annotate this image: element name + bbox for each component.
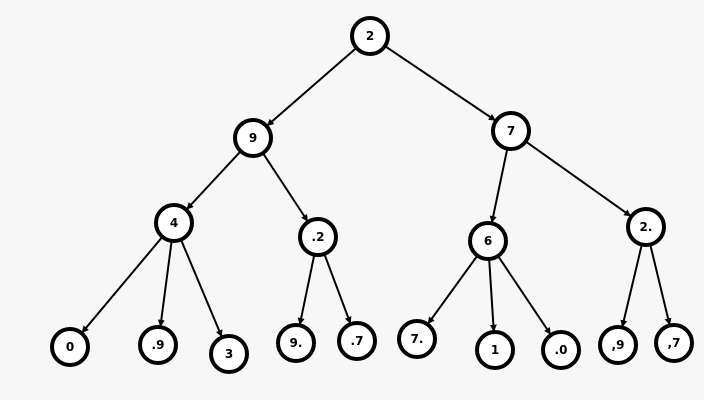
edge-n0-n2 bbox=[384, 45, 496, 122]
node-label: 7. bbox=[411, 332, 424, 346]
edge-n3-n7 bbox=[81, 236, 164, 334]
node-circle bbox=[154, 203, 194, 243]
node-circle bbox=[350, 16, 390, 56]
nodes-layer: 2 9 7 4 .2 6 2. 0 .9 3 9. .7 7. 1 .0 ,9 ,7 bbox=[50, 16, 694, 374]
tree-node-n3: 4 bbox=[154, 203, 194, 243]
edge-n1-n4 bbox=[262, 152, 309, 222]
tree-node-n2: 7 bbox=[491, 111, 531, 151]
node-label: .7 bbox=[351, 334, 364, 348]
edge-n3-n8 bbox=[157, 240, 173, 327]
node-circle bbox=[491, 111, 531, 151]
tree-node-n5: 6 bbox=[468, 221, 508, 261]
tree-node-n11: .7 bbox=[337, 321, 377, 361]
node-label: 4 bbox=[170, 216, 178, 230]
edges-layer bbox=[81, 45, 672, 338]
node-circle bbox=[233, 118, 273, 158]
node-label: .0 bbox=[555, 343, 568, 357]
tree-node-n15: ,9 bbox=[598, 325, 638, 365]
node-circle bbox=[276, 323, 316, 363]
node-label: .9 bbox=[152, 338, 165, 352]
node-circle bbox=[209, 334, 249, 374]
tree-node-n1: 9 bbox=[233, 118, 273, 158]
tree-node-n9: 3 bbox=[209, 334, 249, 374]
tree-node-n4: .2 bbox=[298, 217, 338, 257]
node-circle bbox=[475, 330, 515, 370]
node-label: 2 bbox=[366, 29, 374, 43]
edge-n4-n11 bbox=[323, 253, 352, 324]
tree-node-n6: 2. bbox=[626, 207, 666, 247]
node-label: 9. bbox=[290, 336, 303, 350]
node-circle bbox=[626, 207, 666, 247]
edge-n2-n6 bbox=[525, 140, 632, 217]
tree-node-n0: 2 bbox=[350, 16, 390, 56]
node-circle bbox=[541, 330, 581, 370]
tree-node-n12: 7. bbox=[397, 319, 437, 359]
tree-node-n13: 1 bbox=[475, 330, 515, 370]
edge-n0-n1 bbox=[266, 47, 358, 127]
node-circle bbox=[138, 325, 178, 365]
node-circle bbox=[337, 321, 377, 361]
node-circle bbox=[468, 221, 508, 261]
tree-node-n7: 0 bbox=[50, 327, 90, 367]
edge-n5-n12 bbox=[427, 254, 479, 325]
edge-n1-n3 bbox=[186, 150, 242, 210]
edge-n5-n13 bbox=[488, 258, 497, 332]
node-label: .2 bbox=[312, 230, 325, 244]
tree-node-n14: .0 bbox=[541, 330, 581, 370]
node-label: ,9 bbox=[612, 338, 625, 352]
node-label: 7 bbox=[507, 124, 515, 138]
edge-n6-n15 bbox=[620, 244, 643, 328]
edge-n5-n14 bbox=[497, 255, 552, 335]
node-circle bbox=[654, 323, 694, 363]
node-label: 2. bbox=[640, 220, 653, 234]
node-label: 1 bbox=[491, 343, 499, 357]
tree-node-n10: 9. bbox=[276, 323, 316, 363]
node-label: 9 bbox=[249, 131, 257, 145]
tree-node-n16: ,7 bbox=[654, 323, 694, 363]
node-label: 3 bbox=[225, 347, 233, 361]
node-label: 6 bbox=[484, 234, 492, 248]
node-circle bbox=[598, 325, 638, 365]
node-circle bbox=[298, 217, 338, 257]
edge-n3-n9 bbox=[180, 239, 223, 338]
edge-n6-n16 bbox=[649, 244, 672, 326]
node-label: 0 bbox=[66, 340, 74, 354]
node-circle bbox=[397, 319, 437, 359]
edge-n4-n10 bbox=[297, 254, 316, 326]
edge-n2-n5 bbox=[489, 148, 509, 224]
node-label: ,7 bbox=[668, 336, 681, 350]
node-circle bbox=[50, 327, 90, 367]
tree-node-n8: .9 bbox=[138, 325, 178, 365]
